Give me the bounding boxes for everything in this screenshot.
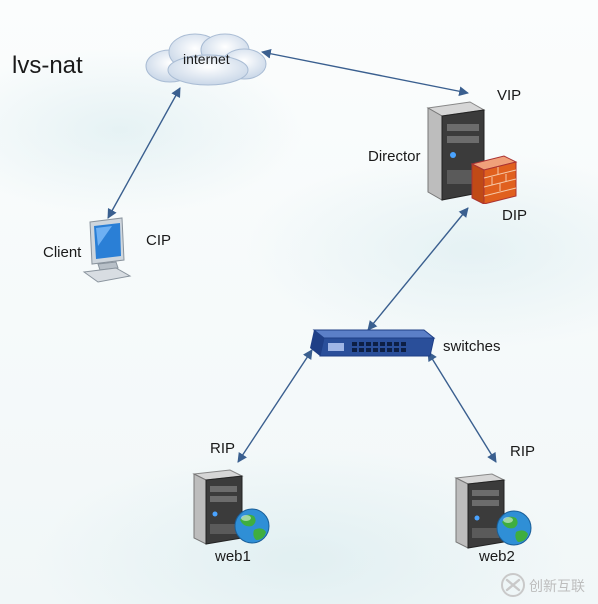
globe-icon — [234, 508, 270, 544]
web1-label: web1 — [215, 548, 251, 565]
server-icon — [454, 473, 506, 549]
link-switch-web1 — [237, 349, 313, 463]
web1-rip-label: RIP — [210, 440, 236, 457]
cloud-icon — [145, 33, 267, 86]
server-icon — [192, 469, 244, 545]
globe-icon — [496, 510, 532, 546]
diagram-title: lvs-nat — [12, 52, 83, 79]
director-dip-label: DIP — [502, 207, 528, 224]
web1-server — [192, 469, 270, 545]
link-director-switch — [367, 207, 469, 331]
client-label: Client — [43, 244, 82, 261]
director-server — [426, 101, 518, 204]
network-switch-icon — [310, 329, 436, 357]
client-cip-label: CIP — [146, 232, 172, 249]
watermark-logo: 创新互联 — [500, 572, 595, 598]
desktop-computer-icon — [82, 217, 132, 283]
web2-rip-label: RIP — [510, 443, 536, 460]
link-switch-web2 — [427, 351, 497, 463]
logo-icon — [501, 573, 525, 597]
cloud-label: internet — [183, 51, 230, 67]
director-label: Director — [368, 148, 421, 165]
link-internet-director — [261, 48, 469, 97]
watermark-text: 创新互联 — [529, 579, 585, 595]
switch-label: switches — [443, 338, 501, 355]
web2-label: web2 — [479, 548, 515, 565]
director-vip-label: VIP — [497, 87, 522, 104]
link-internet-client — [107, 87, 181, 219]
firewall-icon — [470, 155, 518, 204]
web2-server — [454, 473, 532, 549]
